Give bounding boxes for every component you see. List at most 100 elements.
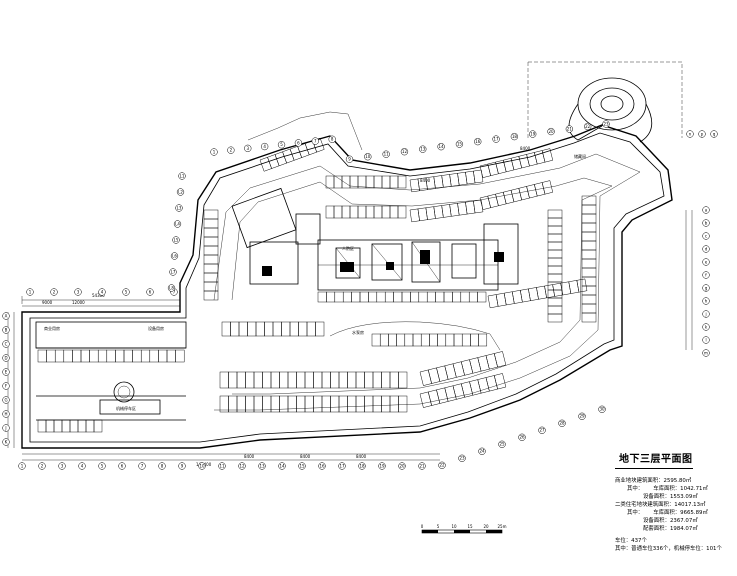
- grid-bubble-label: 22: [439, 463, 445, 468]
- ramp-curve: [329, 321, 501, 351]
- grid-bubble-label: 23: [603, 121, 609, 126]
- grid-bubble-label: H: [4, 411, 7, 416]
- parking-stall: [487, 193, 499, 208]
- grid-bubble-label: 29: [579, 414, 585, 419]
- scale-tick-label: 0: [421, 524, 424, 529]
- parking-stall: [581, 285, 597, 296]
- parking-stall: [355, 395, 365, 413]
- grid-bubble: [294, 139, 303, 147]
- legend-title-underline: [615, 468, 693, 469]
- grid-bubble: [338, 462, 346, 470]
- parking-stall: [115, 349, 125, 363]
- grid-bubble: [702, 245, 710, 253]
- parking-stall: [419, 391, 432, 408]
- parking-stall: [368, 291, 378, 303]
- parking-stall: [373, 205, 383, 219]
- grid-bubble-label: L8: [169, 285, 174, 290]
- grid-bubble: [558, 419, 566, 427]
- grid-bubble-label: f: [705, 272, 707, 277]
- parking-stall: [306, 321, 316, 337]
- parking-stall: [357, 175, 367, 189]
- parking-stall: [330, 395, 340, 413]
- grid-bubble: [702, 336, 710, 344]
- grid-bubble: [578, 412, 586, 420]
- grid-bubble: [176, 188, 185, 196]
- grid-bubble: [686, 130, 694, 138]
- parking-stall: [245, 371, 255, 389]
- drive-aisle-inner: [231, 177, 613, 395]
- parking-stall: [581, 222, 597, 233]
- grid-bubble: [227, 146, 235, 154]
- parking-stall: [547, 217, 563, 227]
- grid-bubble-label: 30: [599, 407, 605, 412]
- parking-stall: [437, 333, 447, 347]
- parking-stall: [351, 291, 361, 303]
- grid-bubble-label: 20: [399, 463, 405, 468]
- grid-bubble-label: 10: [199, 463, 205, 468]
- grid-bubble-label: n: [689, 131, 692, 136]
- parking-stall: [63, 349, 73, 363]
- parking-stall: [397, 175, 407, 189]
- grid-bubble: [529, 130, 537, 138]
- grid-bubble: [598, 405, 606, 413]
- grid-bubble-label: L4: [175, 221, 180, 226]
- parking-stall: [313, 371, 323, 389]
- parking-stall: [228, 395, 238, 413]
- parking-stall: [541, 180, 554, 195]
- legend-residential-of: 其中：: [627, 510, 644, 516]
- grid-bubble-label: A: [5, 313, 8, 318]
- grid-bubble-label: 7: [314, 138, 317, 143]
- grid-bubble-label: 28: [559, 421, 565, 426]
- parking-stall: [547, 233, 563, 243]
- grid-bubble: [702, 349, 710, 357]
- parking-stall: [287, 371, 297, 389]
- parking-stall: [398, 371, 408, 389]
- legend-residential-area: 二类住宅地块建筑面积：14017.13㎡: [615, 502, 706, 508]
- grid-bubble: [278, 462, 286, 470]
- grid-bubble-label: L7: [171, 269, 176, 274]
- parking-stall: [296, 395, 306, 413]
- grid-bubble: [2, 326, 10, 334]
- parking-stall: [485, 353, 498, 370]
- grid-bubble-label: 1: [213, 149, 216, 154]
- grid-bubble: [702, 297, 710, 305]
- scale-tick-label: 25m: [498, 524, 507, 529]
- parking-stall: [436, 387, 449, 404]
- parking-stall: [541, 148, 554, 163]
- grid-bubble: [398, 462, 406, 470]
- scale-tick-label: 20: [483, 524, 489, 529]
- grid-bubble-label: q: [713, 131, 716, 136]
- parking-stall: [203, 254, 219, 265]
- grid-bubble: [238, 462, 246, 470]
- parking-stall: [376, 291, 386, 303]
- grid-bubble-label: 2: [53, 289, 56, 294]
- grid-bubble: [158, 462, 166, 470]
- grid-bubble-label: 18: [359, 463, 365, 468]
- parking-stall: [313, 395, 323, 413]
- parking-stall: [140, 349, 151, 363]
- grid-bubble-label: C: [5, 341, 8, 346]
- parking-stall: [132, 349, 142, 363]
- grid-bubble-label: 17: [494, 137, 500, 142]
- parking-stall: [443, 291, 453, 303]
- grid-bubble: [602, 120, 610, 128]
- grid-bubble: [298, 462, 306, 470]
- grid-bubble: [26, 288, 34, 296]
- parking-stall: [253, 395, 263, 413]
- grid-bubble-label: d: [705, 246, 708, 251]
- parking-stall: [452, 361, 465, 378]
- parking-stall: [203, 236, 219, 247]
- grid-bubble-label: 14: [439, 144, 445, 149]
- grid-bubble: [18, 462, 26, 470]
- grid-bubble-label: 9: [348, 157, 351, 162]
- parking-stall: [393, 291, 403, 303]
- grid-bubble-label: 19: [530, 131, 536, 136]
- parking-stall: [219, 371, 229, 389]
- grid-bubble: [2, 396, 10, 404]
- grid-bubble: [698, 130, 706, 138]
- parking-stall: [54, 349, 65, 363]
- parking-stall: [355, 371, 365, 389]
- legend-residential-garage: 其中：车库面积：9665.89㎡: [615, 509, 735, 517]
- parking-stall: [236, 371, 246, 389]
